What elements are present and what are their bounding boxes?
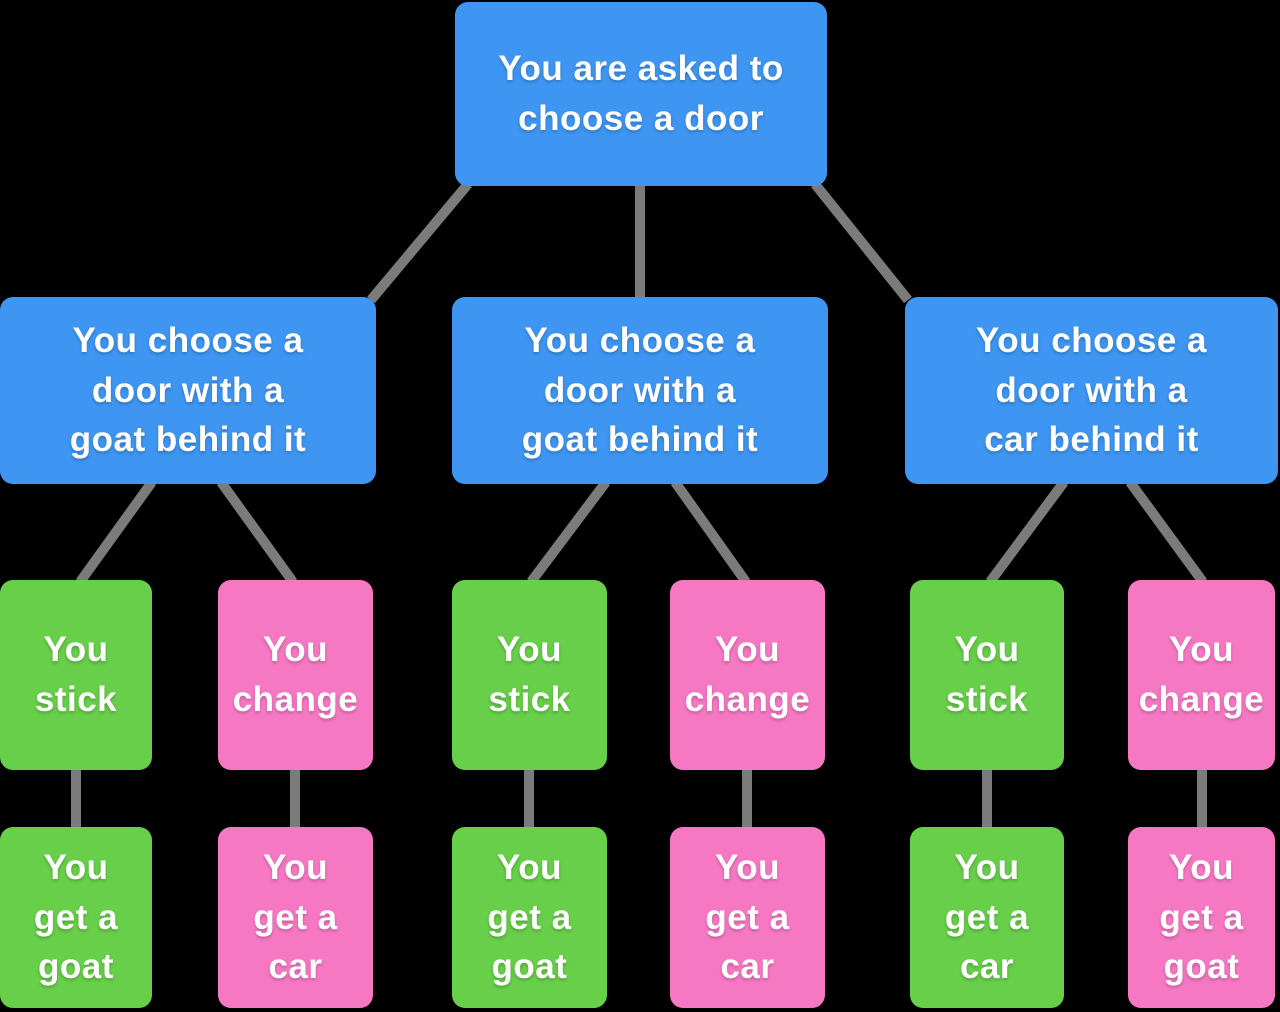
branch-node-goat-2: You choose a door with a goat behind it	[452, 297, 828, 484]
outcome-node-goat-1: You get a goat	[0, 827, 152, 1008]
root-node-label: You are asked to choose a door	[498, 49, 784, 138]
outcome-node-label: You get a goat	[1159, 847, 1244, 987]
outcome-node-car-2: You get a car	[670, 827, 825, 1008]
connector-line	[216, 479, 298, 585]
outcome-node-car-3: You get a car	[910, 827, 1064, 1008]
choice-node-stick-3: You stick	[910, 580, 1064, 770]
connector-line	[811, 180, 912, 304]
connector-line	[1125, 479, 1208, 585]
outcome-node-label: You get a car	[253, 847, 338, 987]
branch-node-car: You choose a door with a car behind it	[905, 297, 1278, 484]
choice-node-label: You change	[1138, 630, 1265, 719]
choice-node-label: You stick	[34, 630, 118, 719]
connector-line	[367, 180, 472, 304]
outcome-node-label: You get a goat	[33, 847, 119, 987]
outcome-node-label: You get a car	[944, 847, 1030, 987]
connector-line	[985, 479, 1069, 585]
choice-node-label: You change	[684, 630, 811, 719]
choice-node-change-1: You change	[218, 580, 373, 770]
choice-node-label: You stick	[945, 630, 1029, 719]
choice-node-change-2: You change	[670, 580, 825, 770]
outcome-node-goat-2: You get a goat	[452, 827, 607, 1008]
choice-node-stick-1: You stick	[0, 580, 152, 770]
choice-node-stick-2: You stick	[452, 580, 607, 770]
root-node: You are asked to choose a door	[455, 2, 827, 186]
connector-line	[75, 479, 157, 585]
outcome-node-label: You get a goat	[487, 847, 572, 987]
choice-node-label: You change	[232, 630, 359, 719]
branch-node-goat-1: You choose a door with a goat behind it	[0, 297, 376, 484]
choice-node-change-3: You change	[1128, 580, 1275, 770]
branch-node-label: You choose a door with a goat behind it	[521, 320, 759, 460]
choice-node-label: You stick	[488, 630, 571, 719]
outcome-node-car-1: You get a car	[218, 827, 373, 1008]
connector-line	[670, 479, 751, 585]
branch-node-label: You choose a door with a car behind it	[976, 320, 1207, 460]
branch-node-label: You choose a door with a goat behind it	[69, 320, 307, 460]
connector-line	[527, 479, 610, 585]
outcome-node-goat-3: You get a goat	[1128, 827, 1275, 1008]
outcome-node-label: You get a car	[705, 847, 790, 987]
